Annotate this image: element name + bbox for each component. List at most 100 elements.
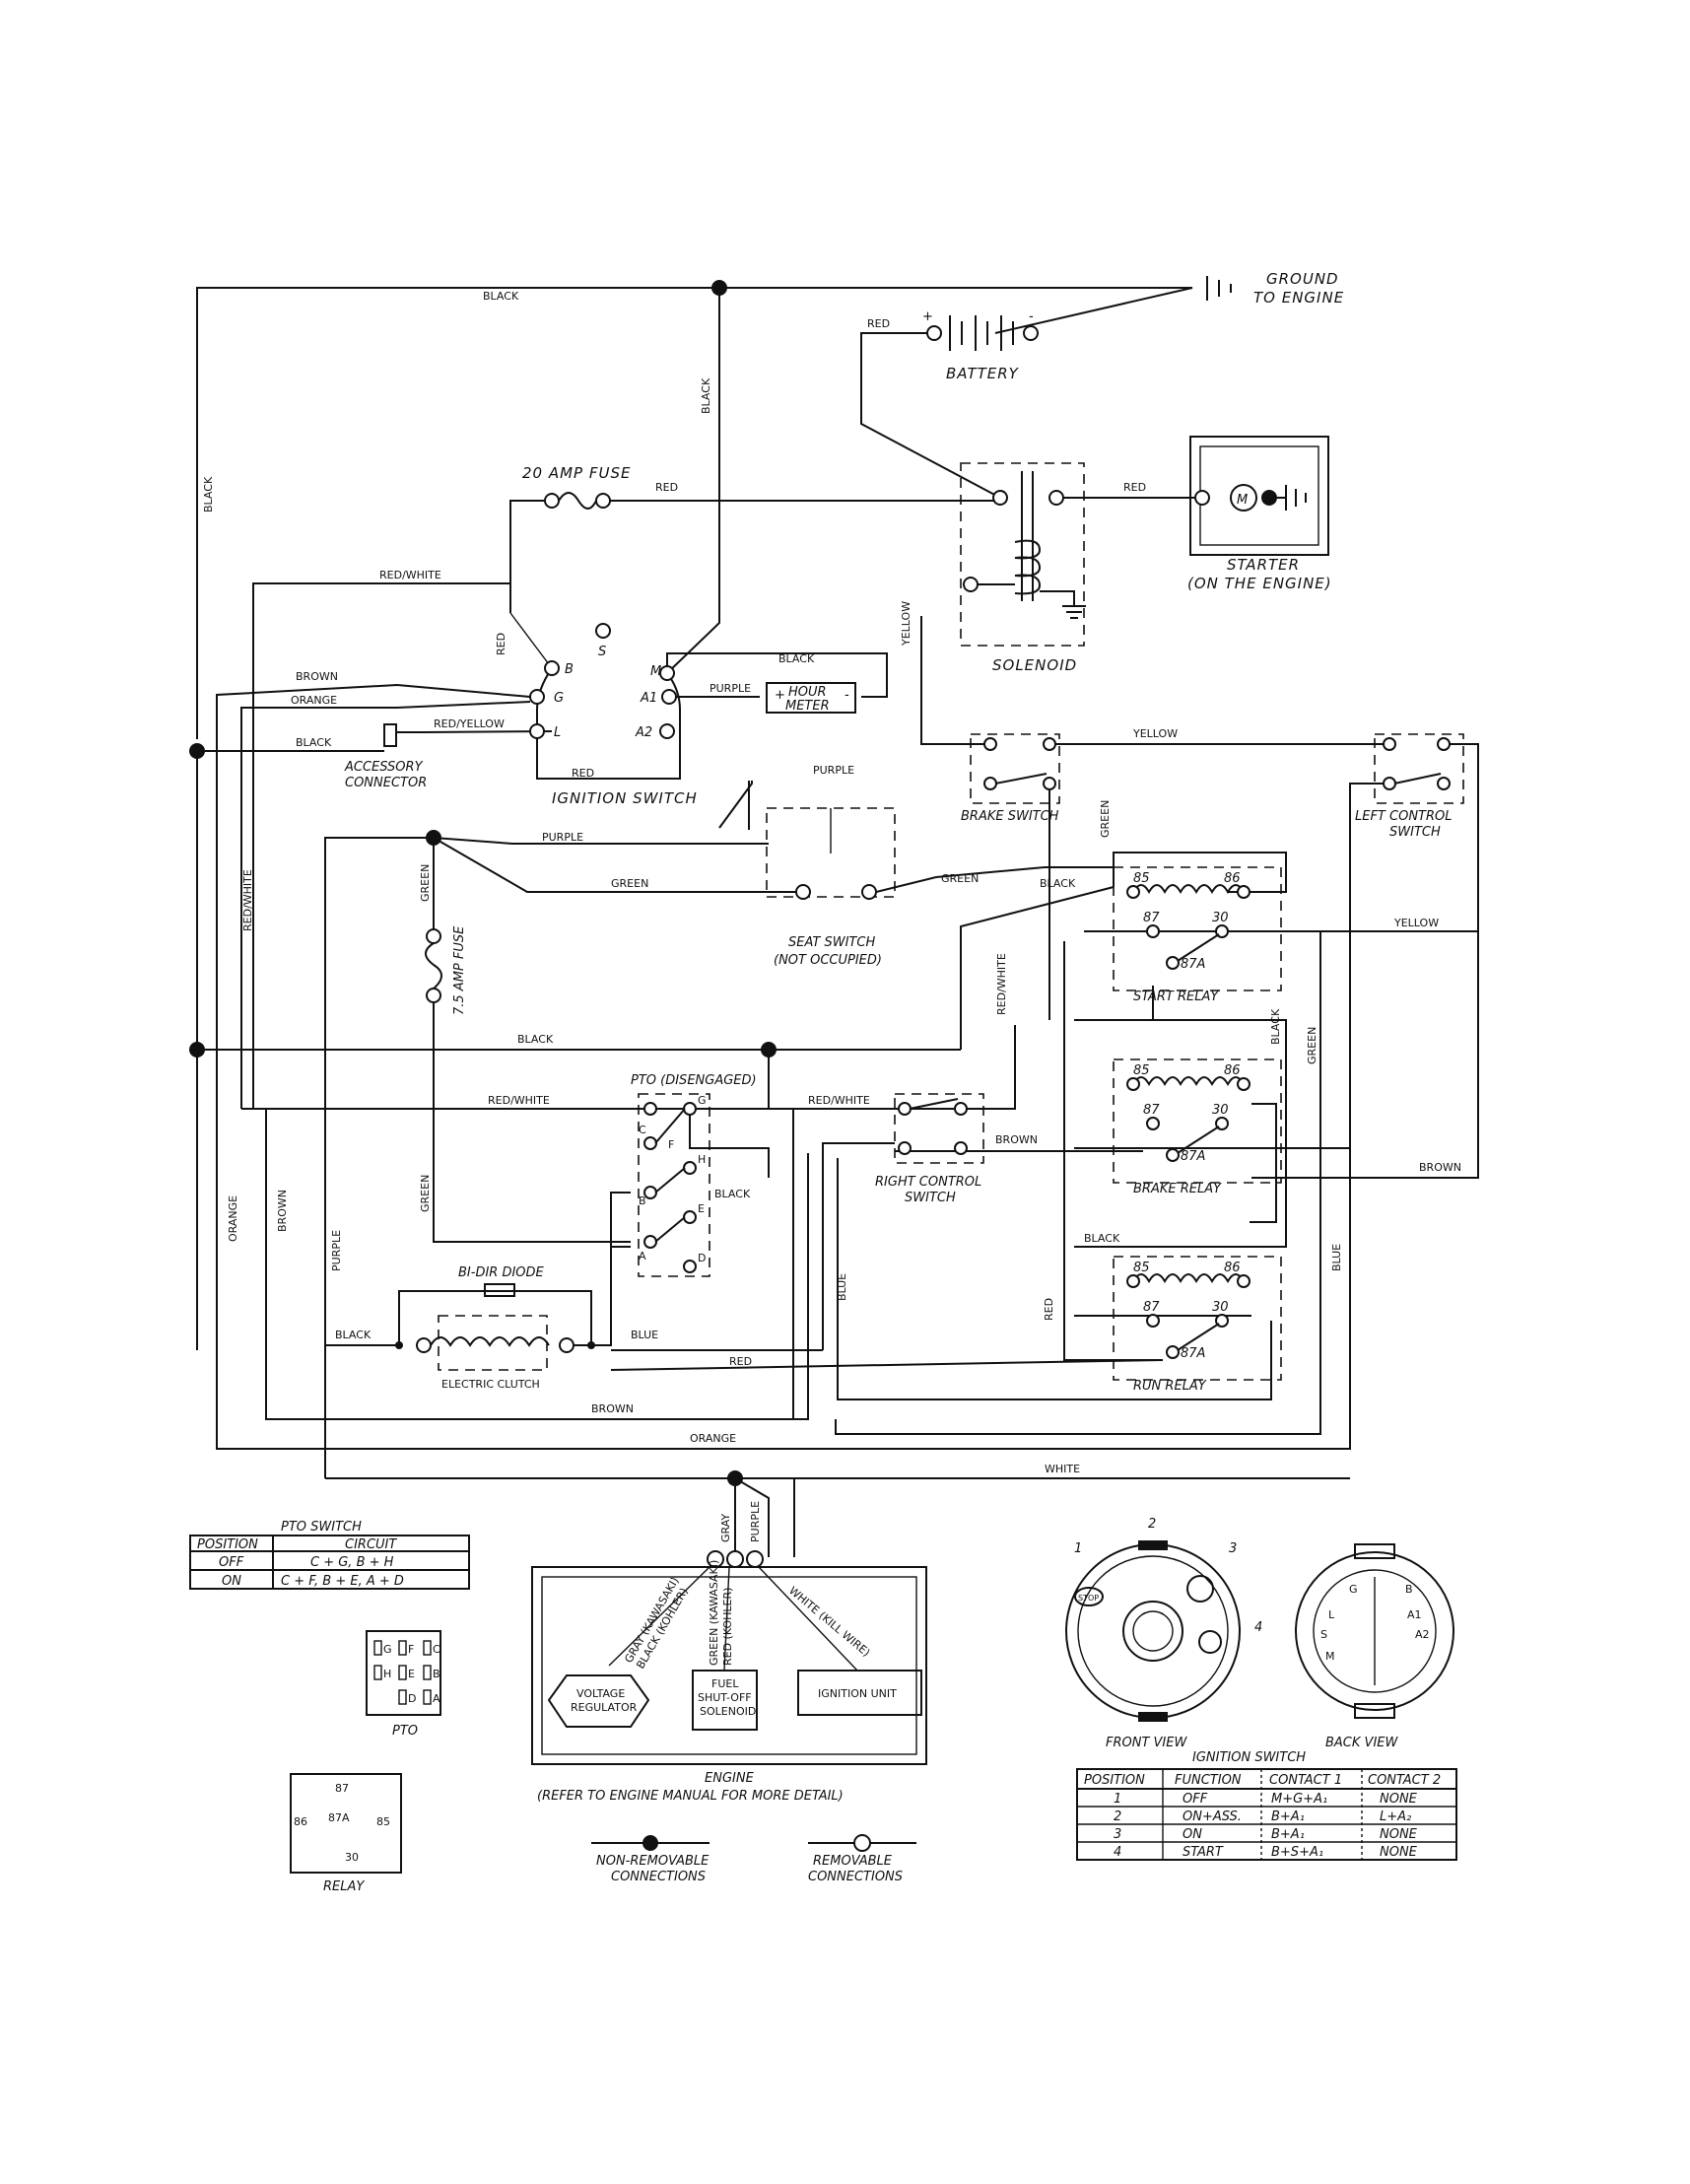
- engine: VOLTAGE REGULATOR FUEL SHUT-OFF SOLENOID…: [531, 1550, 927, 1804]
- pto-term-f: F: [668, 1138, 674, 1151]
- wire-label-red-ign: RED: [495, 633, 507, 655]
- relay-term-87: 87: [1143, 1300, 1160, 1315]
- brake-relay-label: BRAKE RELAY: [1133, 1182, 1222, 1196]
- wire-label-gray: GRAY: [719, 1514, 732, 1542]
- solenoid-label: SOLENOID: [992, 656, 1077, 674]
- wire-label-green-pto: GREEN: [419, 1175, 432, 1212]
- ign-table-r0-c2: M+G+A₁: [1271, 1792, 1327, 1807]
- relay-conn-30: 30: [345, 1851, 359, 1864]
- hour-meter-label-2: METER: [785, 699, 830, 714]
- relay-term-30: 30: [1212, 911, 1229, 925]
- pto-disengaged-label: PTO (DISENGAGED): [631, 1073, 757, 1088]
- wire-label-red-starter: RED: [1123, 481, 1146, 494]
- wire-label-black-top: BLACK: [483, 290, 519, 303]
- pto-term-a: A: [639, 1250, 646, 1263]
- relay-term-86: 86: [1224, 871, 1241, 886]
- pto-term-e: E: [698, 1202, 705, 1215]
- left-control-label: LEFT CONTROL: [1355, 809, 1453, 824]
- fuel-shutoff-label-2: SHUT-OFF: [698, 1691, 752, 1704]
- starter-label: STARTER: [1227, 556, 1300, 574]
- pto-connector-label: PTO: [392, 1724, 418, 1739]
- voltage-regulator-label-2: REGULATOR: [571, 1701, 638, 1714]
- relay-conn-85: 85: [376, 1815, 390, 1828]
- relay-term-86: 86: [1224, 1063, 1241, 1078]
- wire-label-blue-right: BLUE: [1330, 1244, 1343, 1271]
- relay-term-87a: 87A: [1181, 1346, 1205, 1361]
- ground-label: GROUND: [1266, 270, 1339, 288]
- svg-text:+: +: [922, 309, 933, 324]
- wire-label-green-right: GREEN: [1306, 1027, 1318, 1064]
- relay-term-87a: 87A: [1181, 957, 1205, 972]
- wire-label-black-brake: BLACK: [1269, 1008, 1282, 1045]
- fuse-20a-label: 20 AMP FUSE: [522, 464, 631, 482]
- wire-label-green-fuse: GREEN: [419, 864, 432, 902]
- relay-term-85: 85: [1133, 1063, 1150, 1078]
- ign-table-r0-c3: NONE: [1380, 1792, 1418, 1807]
- ign-table-r1-c1: ON+ASS.: [1183, 1809, 1242, 1824]
- relay-term-87: 87: [1143, 911, 1160, 925]
- brake-switch: BRAKE SWITCH: [961, 737, 1059, 824]
- wire-label-black-left: BLACK: [202, 476, 215, 512]
- back-term-b: B: [1405, 1583, 1413, 1596]
- wire-label-redwhite-pto: RED/WHITE: [488, 1094, 550, 1107]
- engine-label: ENGINE: [705, 1771, 755, 1786]
- back-term-a2: A2: [1415, 1628, 1430, 1641]
- accessory-label-2: CONNECTOR: [345, 776, 427, 790]
- wire-label-redyellow: RED/YELLOW: [434, 717, 505, 730]
- ign-table-r1-c3: L+A₂: [1380, 1809, 1411, 1824]
- relay-connector-label: RELAY: [323, 1879, 365, 1894]
- svg-text:+: +: [775, 688, 785, 703]
- fuel-shutoff-label: FUEL: [711, 1677, 739, 1690]
- ign-table-r3-c0: 4: [1114, 1845, 1121, 1860]
- wire-label-redwhite-left: RED/WHITE: [241, 869, 254, 931]
- ign-table-r2-c2: B+A₁: [1271, 1827, 1305, 1842]
- junction-dots: [189, 280, 777, 1486]
- ign-table-r3-c2: B+S+A₁: [1271, 1845, 1323, 1860]
- connection-legend: NON-REMOVABLE CONNECTIONS REMOVABLE CONN…: [591, 1834, 916, 1884]
- relay-term-87: 87: [1143, 1103, 1160, 1118]
- pto-table-r1-c1: C + F, B + E, A + D: [281, 1574, 404, 1589]
- front-pos-1: 1: [1074, 1541, 1082, 1556]
- pto-switch-table: PTO SWITCH POSITION CIRCUIT OFF C + G, B…: [189, 1520, 470, 1590]
- relay-conn-87a: 87A: [328, 1811, 350, 1824]
- front-view-label: FRONT VIEW: [1106, 1736, 1187, 1750]
- ign-table-title: IGNITION SWITCH: [1192, 1750, 1306, 1765]
- ignition-back-view: G B L A1 S A2 M BACK VIEW: [1295, 1543, 1454, 1750]
- solenoid: SOLENOID: [963, 471, 1086, 674]
- ign-table-r3-c3: NONE: [1380, 1845, 1418, 1860]
- removable-label-2: CONNECTIONS: [808, 1870, 903, 1884]
- seat-switch: SEAT SWITCH (NOT OCCUPIED): [774, 808, 1114, 968]
- wire-label-orange-left: ORANGE: [227, 1195, 239, 1242]
- left-control-label-2: SWITCH: [1389, 825, 1441, 840]
- pto-conn-d: D: [408, 1692, 416, 1705]
- back-term-s: S: [1320, 1628, 1327, 1641]
- ign-term-a2: A2: [635, 725, 652, 740]
- pto-connector: G F C H E B D A PTO: [366, 1630, 441, 1739]
- wire-label-redwhite-top: RED/WHITE: [379, 569, 441, 581]
- wire-label-orange: ORANGE: [291, 694, 337, 707]
- ign-table-r0-c0: 1: [1114, 1792, 1121, 1807]
- ign-table-r1-c2: B+A₁: [1271, 1809, 1305, 1824]
- eng-wire-white: WHITE (KILL WIRE): [786, 1584, 872, 1659]
- pto-conn-e: E: [408, 1668, 415, 1680]
- voltage-regulator-label: VOLTAGE: [576, 1687, 625, 1700]
- relay-term-85: 85: [1133, 871, 1150, 886]
- ign-table-r2-c3: NONE: [1380, 1827, 1418, 1842]
- relay-term-86: 86: [1224, 1261, 1241, 1275]
- pto-table-r0-c0: OFF: [219, 1555, 244, 1570]
- wire-label-brown: BROWN: [296, 670, 338, 683]
- svg-text:M: M: [1237, 493, 1248, 508]
- back-term-l: L: [1328, 1608, 1335, 1621]
- right-control-switch: RIGHT CONTROL SWITCH: [875, 1098, 981, 1205]
- svg-text:-: -: [845, 688, 849, 703]
- front-pos-3: 3: [1229, 1541, 1237, 1556]
- ign-table-r2-c1: ON: [1183, 1827, 1202, 1842]
- wire-label-green-seat: GREEN: [611, 877, 648, 890]
- front-pos-4: 4: [1254, 1620, 1262, 1635]
- wire-label-brown-rc: BROWN: [995, 1133, 1038, 1146]
- left-control-switch: LEFT CONTROL SWITCH: [1355, 737, 1453, 840]
- fuel-shutoff-label-3: SOLENOID: [700, 1705, 756, 1718]
- wire-label-red-run: RED: [1043, 1298, 1055, 1321]
